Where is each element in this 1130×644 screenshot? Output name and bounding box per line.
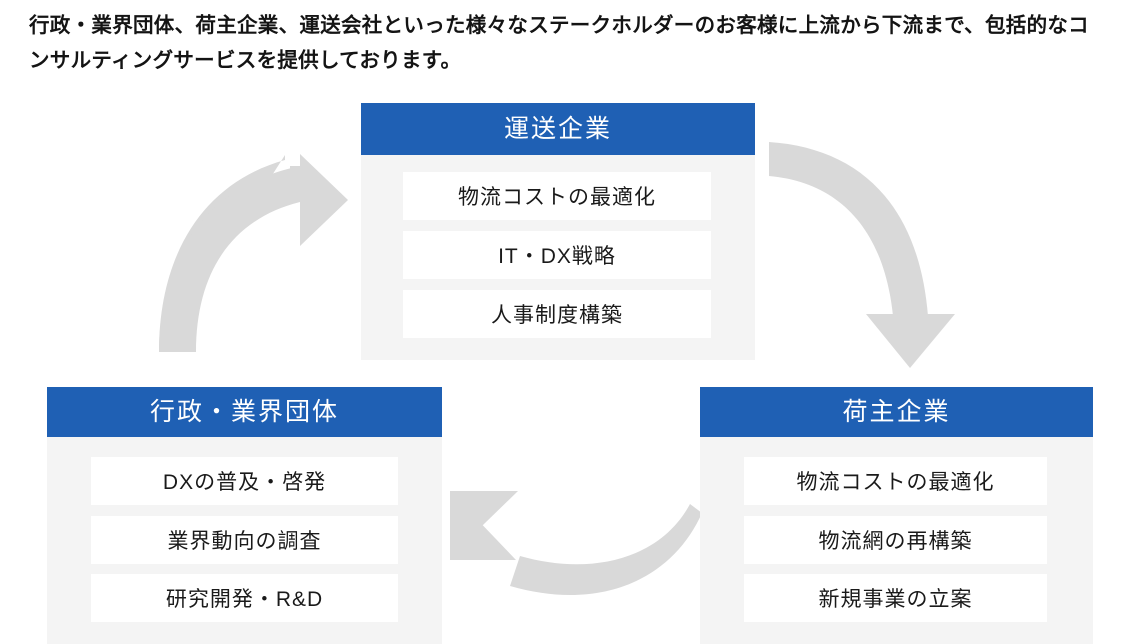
panel-government[interactable]: 行政・業界団体 DXの普及・啓発 業界動向の調査 研究開発・R&D <box>47 387 442 644</box>
arrow-shipper-to-government-head-icon <box>450 491 518 557</box>
panel-shipper-item[interactable]: 物流コストの最適化 <box>744 457 1047 505</box>
panel-government-title: 行政・業界団体 <box>47 387 442 437</box>
arrow-shipper-to-government-neck-icon <box>450 491 516 560</box>
panel-government-item[interactable]: 業界動向の調査 <box>91 516 398 564</box>
lead-paragraph: 行政・業界団体、荷主企業、運送会社といった様々なステークホルダーのお客様に上流か… <box>29 14 1089 72</box>
panel-shipper-item[interactable]: 新規事業の立案 <box>744 574 1047 622</box>
arrow-government-to-transport-head-icon <box>300 154 348 246</box>
panel-transport-item[interactable]: 物流コストの最適化 <box>403 172 711 220</box>
panel-transport-item[interactable]: IT・DX戦略 <box>403 231 711 279</box>
arrow-transport-to-shipper-head-icon <box>866 314 955 368</box>
arrow-government-to-transport-body-icon <box>159 166 300 352</box>
arrow-government-to-transport-neck-icon <box>290 166 302 202</box>
panel-shipper-body: 物流コストの最適化 物流網の再構築 新規事業の立案 <box>700 437 1093 644</box>
panel-government-item[interactable]: 研究開発・R&D <box>91 574 398 622</box>
panel-transport-title: 運送企業 <box>361 103 755 155</box>
arrow-transport-to-shipper-body-icon <box>769 142 928 316</box>
panel-transport-body: 物流コストの最適化 IT・DX戦略 人事制度構築 <box>361 155 755 360</box>
panel-shipper-item[interactable]: 物流網の再構築 <box>744 516 1047 564</box>
panel-government-item[interactable]: DXの普及・啓発 <box>91 457 398 505</box>
panel-government-body: DXの普及・啓発 業界動向の調査 研究開発・R&D <box>47 437 442 644</box>
arrow-shipper-to-government-body-icon <box>510 504 702 596</box>
panel-shipper[interactable]: 荷主企業 物流コストの最適化 物流網の再構築 新規事業の立案 <box>700 387 1093 644</box>
panel-transport-item[interactable]: 人事制度構築 <box>403 290 711 338</box>
panel-shipper-title: 荷主企業 <box>700 387 1093 437</box>
arrow-government-to-transport-icon <box>159 155 285 352</box>
panel-transport[interactable]: 運送企業 物流コストの最適化 IT・DX戦略 人事制度構築 <box>361 103 755 360</box>
